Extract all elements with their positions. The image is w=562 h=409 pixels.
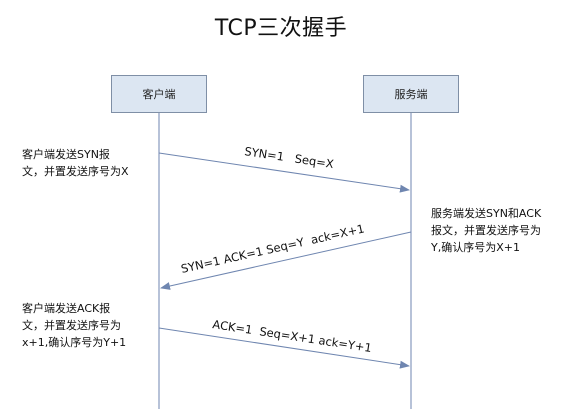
client-actor: 客户端 [111,75,207,113]
note-line: Y,确认序号为X+1 [431,241,520,254]
server-actor: 服务端 [363,75,459,113]
note-line: 客户端发送ACK报 [22,302,111,315]
note-line: 文，并置发送序号为X [22,165,129,178]
note-server-synack: 服务端发送SYN和ACK 报文，并置发送序号为 Y,确认序号为X+1 [431,205,541,256]
note-client-syn: 客户端发送SYN报 文，并置发送序号为X [22,146,129,180]
diagram-title: TCP三次握手 [214,16,348,41]
ack-label: ACK=1 Seq=X+1 ack=Y+1 [212,317,373,355]
note-line: 客户端发送SYN报 [22,148,110,161]
server-label: 服务端 [394,88,428,101]
ack-arrow [158,327,410,369]
client-label: 客户端 [142,88,176,101]
note-line: 报文，并置发送序号为 [431,224,541,237]
note-line: x+1,确认序号为Y+1 [22,336,127,349]
note-line: 服务端发送SYN和ACK [431,207,542,220]
note-line: 文，并置发送序号为 [22,319,121,332]
note-client-ack: 客户端发送ACK报 文，并置发送序号为 x+1,确认序号为Y+1 [22,300,126,351]
syn-arrow [158,152,410,193]
synack-arrow [160,231,412,290]
